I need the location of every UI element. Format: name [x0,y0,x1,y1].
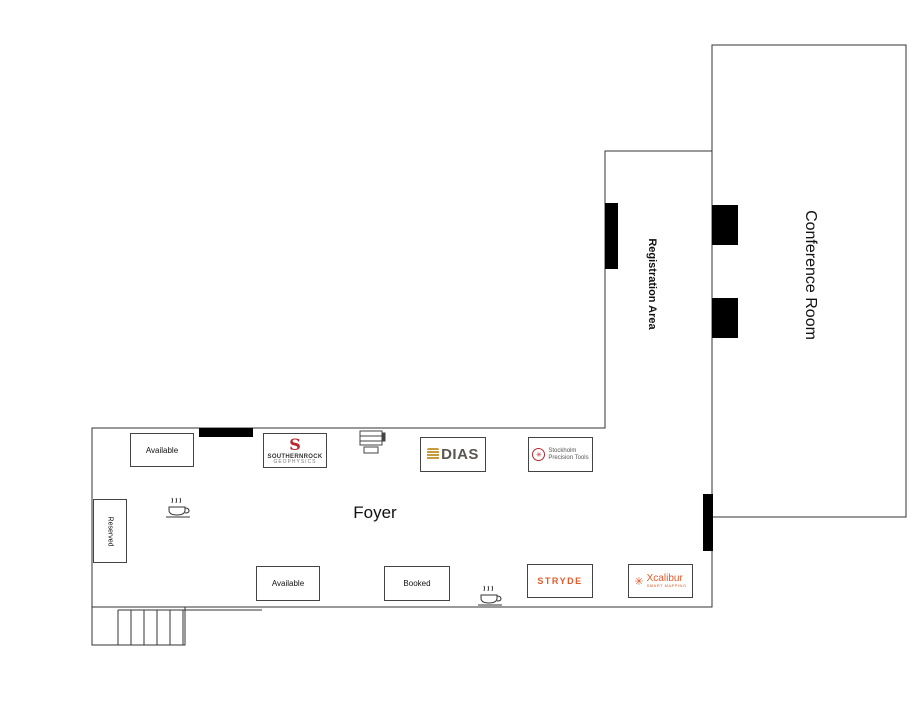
booth-stockholm[interactable]: ✳ Stockholm Precision Tools [528,437,593,472]
southernrock-s-icon: S [289,434,301,454]
dias-mark-icon [427,448,440,460]
booth-xcalibur[interactable]: ✳ Xcalibur SMART MAPPING [628,564,693,598]
coffee-cup-icon [478,585,502,606]
booth-available-bottom[interactable]: Available [256,566,320,601]
xcalibur-logo: ✳ Xcalibur SMART MAPPING [634,573,687,588]
foyer-label: Foyer [353,503,397,522]
stairs-icon [117,609,262,645]
printer-icon [359,430,386,454]
stairs-outline [91,607,186,646]
booth-status-label: Available [271,579,305,588]
stockholm-emblem-icon: ✳ [532,448,546,461]
door-conference-1 [712,205,738,245]
stryde-logo: STRYDE [537,576,583,586]
dias-logo: DIAS [427,446,479,463]
booth-booked[interactable]: Booked [384,566,450,601]
door-conference-2 [712,298,738,338]
coffee-cup-icon [166,497,190,518]
door-foyer-right [703,494,713,551]
booth-southernrock[interactable]: S SOUTHERNROCK GEOPHYSICS [263,433,327,468]
xcalibur-star-icon: ✳ [634,575,644,588]
booth-dias[interactable]: DIAS [420,437,486,472]
booth-status-label: Available [145,445,179,455]
southernrock-logo: S SOUTHERNROCK GEOPHYSICS [267,434,323,465]
stockholm-logo: ✳ Stockholm Precision Tools [532,448,589,461]
door-registration-left [605,203,618,269]
booth-stryde[interactable]: STRYDE [527,564,593,598]
registration-foyer-outline [91,150,713,608]
conference-room-label: Conference Room [802,210,819,340]
booth-status-label: Reserved [106,516,114,546]
registration-area-label: Registration Area [646,238,658,330]
booth-reserved[interactable]: Reserved [93,499,127,563]
booth-status-label: Booked [403,579,431,588]
door-foyer-top [199,428,253,437]
booth-available-top[interactable]: Available [130,433,194,467]
